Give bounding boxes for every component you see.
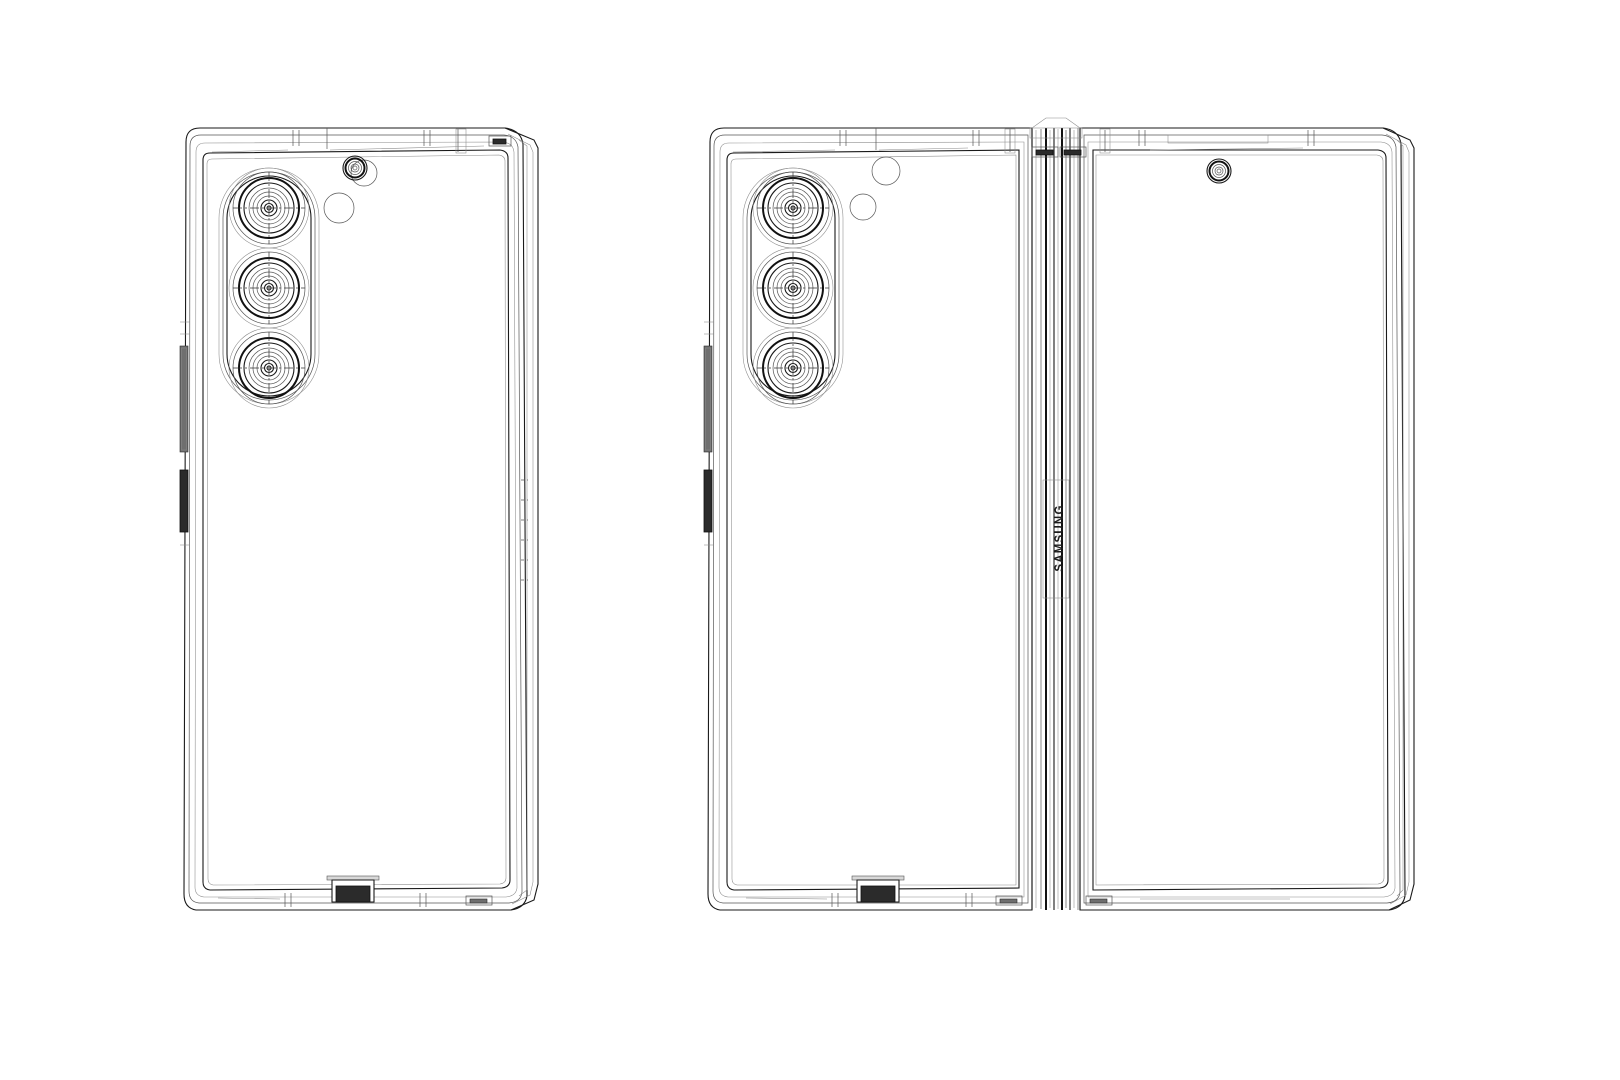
closed-power-button[interactable]	[179, 469, 189, 533]
open-right-top-antenna-marks	[1099, 128, 1315, 154]
samsung-wordmark: SAMSUNG	[1054, 504, 1066, 571]
open-right-panel	[1079, 127, 1415, 911]
closed-chassis-outline	[183, 127, 539, 911]
open-camera-lens-wide[interactable]	[752, 167, 834, 249]
open-power-button[interactable]	[703, 469, 713, 533]
camera-lens-telephoto[interactable]	[228, 327, 310, 409]
closed-cover-camera[interactable]	[342, 155, 378, 187]
closed-bottom-antenna-marks	[217, 893, 493, 907]
closed-rear-panel	[202, 149, 511, 891]
open-usb-c-port[interactable]	[851, 875, 905, 903]
closed-led-flash	[323, 192, 355, 224]
hinge-brand-label: SAMSUNG	[1054, 504, 1066, 571]
closed-camera-island[interactable]	[218, 167, 320, 409]
open-left-top-antenna-marks	[732, 128, 1087, 158]
camera-lens-wide[interactable]	[228, 167, 310, 249]
open-camera-lens-telephoto[interactable]	[752, 327, 834, 409]
open-volume-rocker[interactable]	[703, 345, 713, 453]
open-camera-island[interactable]	[742, 167, 844, 409]
closed-top-antenna-marks	[211, 128, 512, 154]
open-bottom-antenna-marks	[745, 893, 1290, 907]
open-proximity-sensor	[849, 193, 877, 221]
open-hinge-spine[interactable]	[1029, 117, 1083, 910]
camera-lens-ultrawide[interactable]	[228, 247, 310, 329]
open-front-camera[interactable]	[1206, 158, 1232, 184]
closed-right-antenna-markers	[521, 479, 528, 581]
device-open-view[interactable]: SAMSUNG	[703, 117, 1415, 911]
open-led-flash	[871, 156, 901, 186]
closed-usb-c-port[interactable]	[326, 875, 380, 903]
closed-volume-rocker[interactable]	[179, 345, 189, 453]
open-left-panel	[707, 127, 1033, 911]
open-camera-lens-ultrawide[interactable]	[752, 247, 834, 329]
device-closed-view[interactable]	[179, 127, 539, 911]
open-left-edge-marks	[704, 321, 714, 546]
closed-left-edge-marks	[180, 321, 190, 546]
